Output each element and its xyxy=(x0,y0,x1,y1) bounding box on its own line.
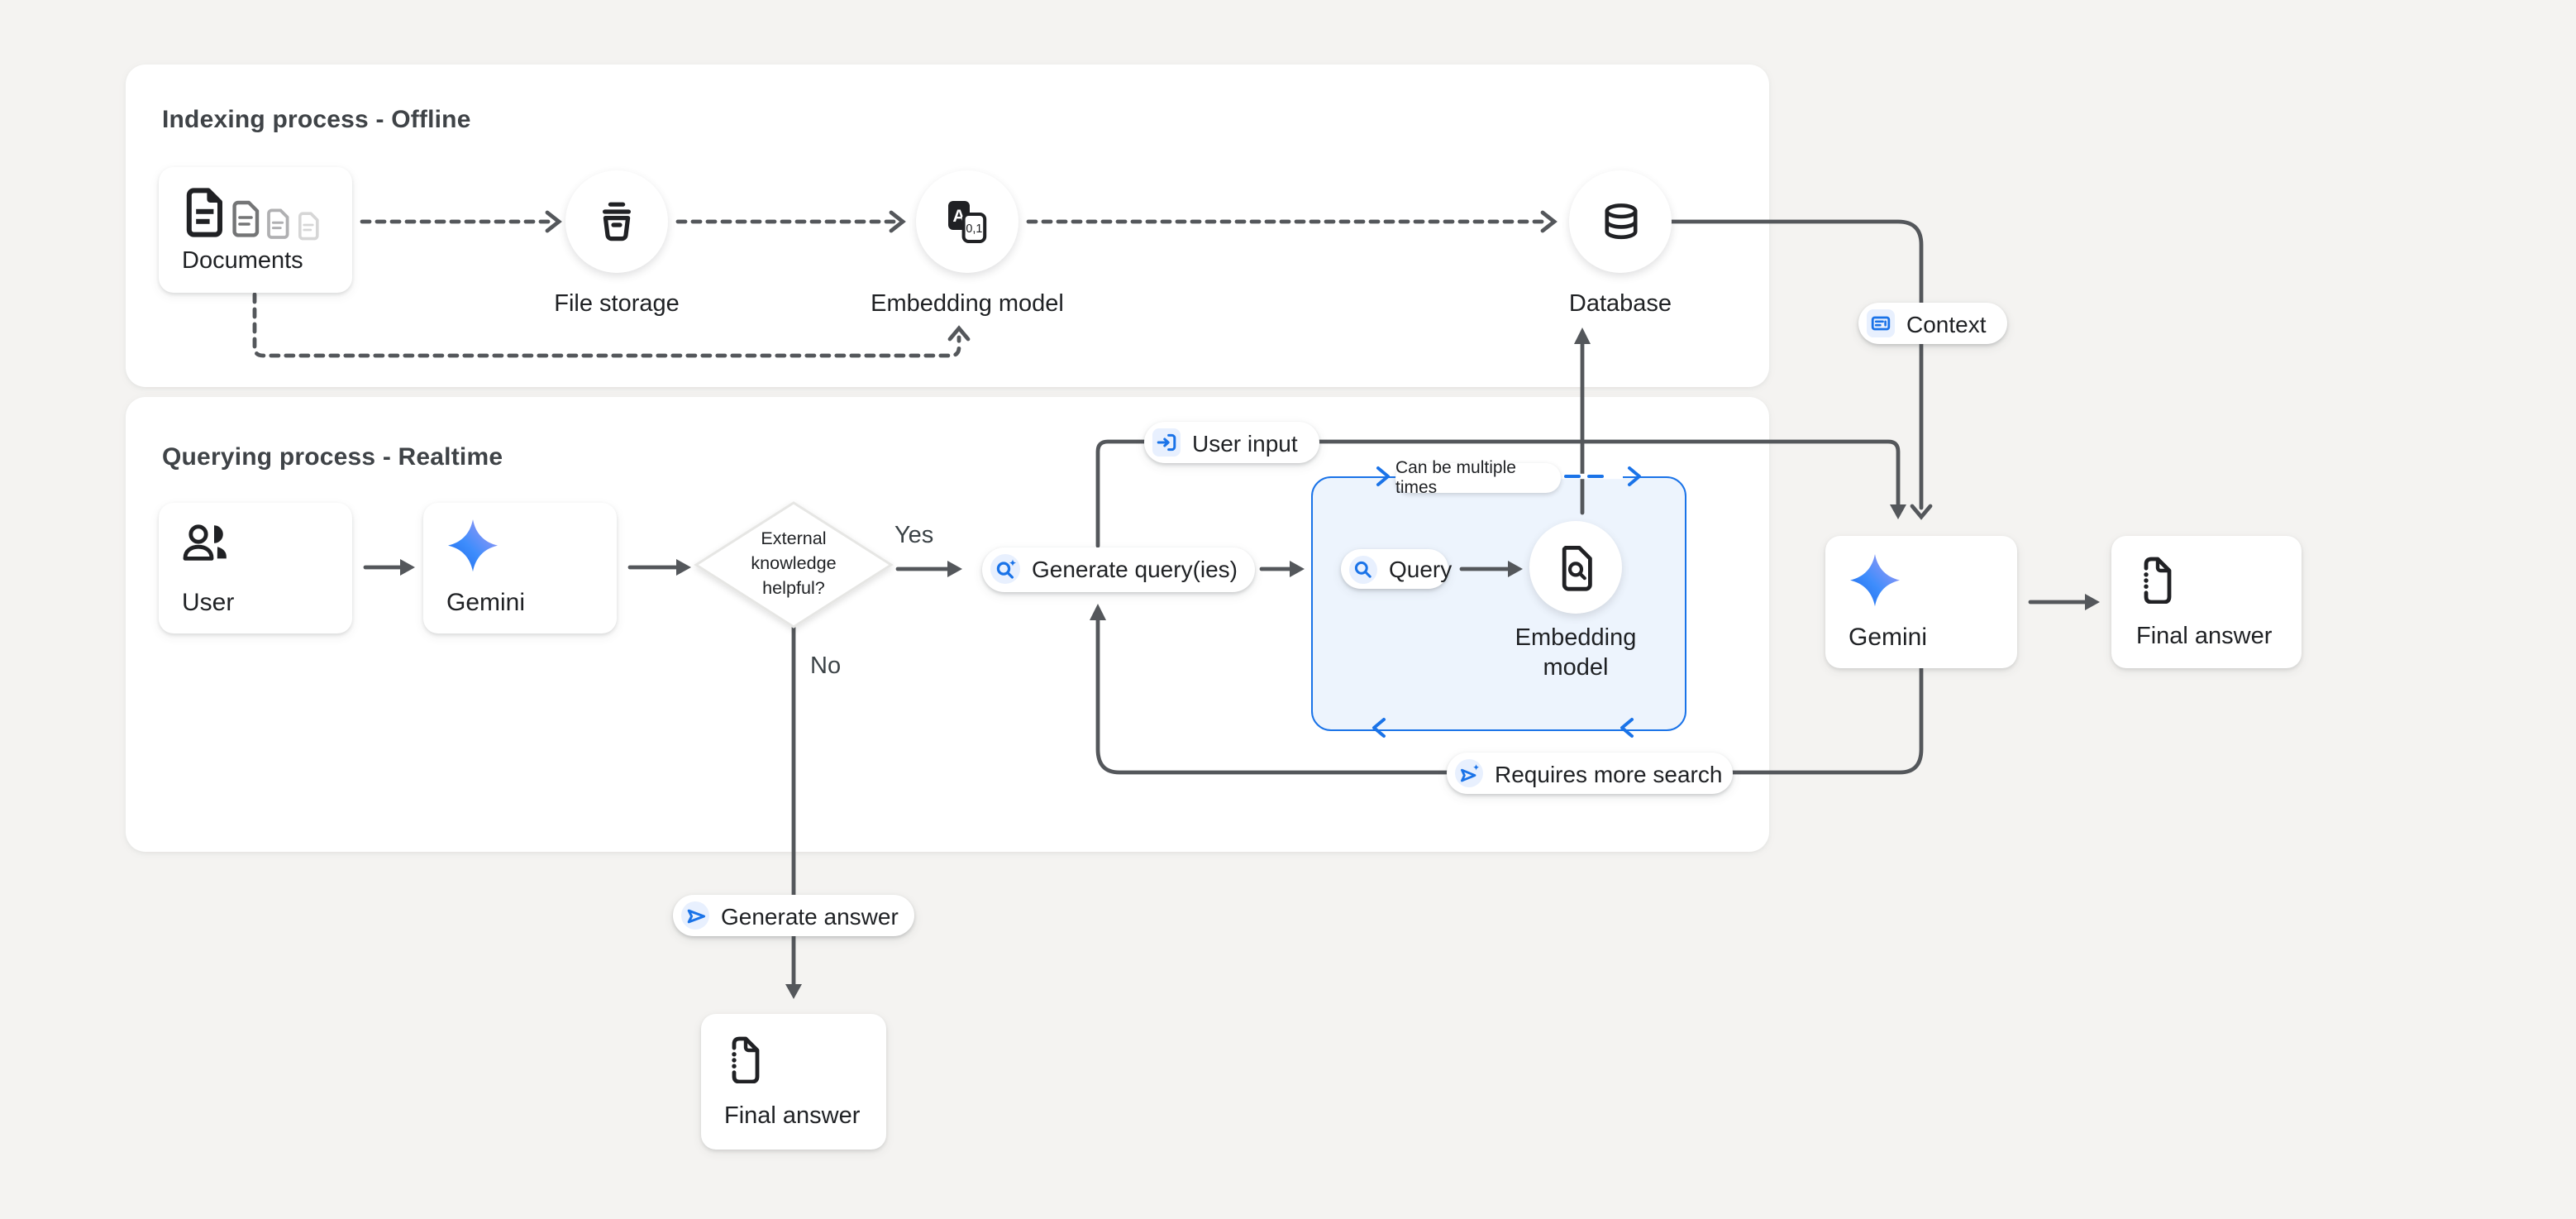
file-storage-label: File storage xyxy=(554,291,680,318)
final-answer-bottom-label: Final answer xyxy=(724,1103,861,1130)
gemini-star-icon xyxy=(446,518,499,574)
final-answer-node-right: Final answer xyxy=(2111,536,2302,668)
embedding-model-query-node xyxy=(1529,521,1622,614)
file-search-icon xyxy=(1555,543,1596,591)
no-label: No xyxy=(810,653,842,680)
yes-label: Yes xyxy=(894,523,934,549)
retrieval-loop-box xyxy=(1311,476,1686,731)
search-sparkle-icon xyxy=(990,554,1020,585)
final-answer-node-bottom: Final answer xyxy=(701,1014,886,1150)
file-storage-node xyxy=(565,170,668,273)
article-icon xyxy=(1867,309,1895,337)
embedding-model-label: Embedding model xyxy=(871,291,1064,318)
generate-queries-label: Generate query(ies) xyxy=(1032,556,1238,583)
answer-document-icon xyxy=(2136,554,2174,604)
gemini-star-icon xyxy=(1849,552,1901,609)
query-label: Query xyxy=(1389,556,1453,582)
search-icon xyxy=(1349,555,1377,583)
svg-text:0,1: 0,1 xyxy=(966,222,982,236)
storage-bucket-icon xyxy=(594,198,640,245)
answer-document-icon xyxy=(724,1034,762,1083)
database-node xyxy=(1569,170,1672,273)
querying-panel-title: Querying process - Realtime xyxy=(162,443,503,471)
translate-embedding-icon: A 0,1 xyxy=(946,198,989,245)
generate-queries-pill: Generate query(ies) xyxy=(982,547,1255,591)
document-ghost-icon xyxy=(266,208,291,240)
generate-answer-pill: Generate answer xyxy=(673,895,914,936)
database-icon xyxy=(1598,199,1643,244)
user-label: User xyxy=(182,589,235,617)
embedding-model-node: A 0,1 xyxy=(916,170,1018,273)
query-pill: Query xyxy=(1341,549,1452,589)
requires-more-search-pill: Requires more search xyxy=(1447,753,1733,794)
user-input-label: User input xyxy=(1192,429,1298,456)
document-icon xyxy=(185,187,225,238)
document-ghost-icon xyxy=(231,200,261,238)
documents-label: Documents xyxy=(182,248,303,275)
input-arrow-icon xyxy=(1152,428,1181,457)
generate-answer-label: Generate answer xyxy=(721,902,899,929)
users-icon xyxy=(180,521,230,564)
context-pill: Context xyxy=(1858,303,2007,344)
documents-node: Documents xyxy=(159,167,352,293)
requires-more-search-label: Requires more search xyxy=(1495,760,1723,786)
loop-note-label: Can be multiple times xyxy=(1395,458,1516,498)
loop-note-pill: Can be multiple times xyxy=(1395,458,1561,498)
decision-text: External knowledge helpful? xyxy=(751,529,837,599)
final-answer-right-label: Final answer xyxy=(2136,624,2273,650)
user-node: User xyxy=(159,503,352,633)
send-icon xyxy=(681,901,709,930)
gemini-node-right: Gemini xyxy=(1825,536,2017,668)
document-ghost-icon xyxy=(298,212,321,241)
embedding-model-query-label: Embedding model xyxy=(1515,625,1637,681)
gemini-label: Gemini xyxy=(446,589,526,617)
gemini-right-label: Gemini xyxy=(1849,624,1928,652)
indexing-panel-title: Indexing process - Offline xyxy=(162,106,471,134)
database-label: Database xyxy=(1568,291,1672,318)
context-label: Context xyxy=(1906,310,1987,337)
send-sparkle-icon xyxy=(1455,759,1483,787)
user-input-pill: User input xyxy=(1144,422,1319,463)
gemini-node-left: Gemini xyxy=(423,503,617,633)
